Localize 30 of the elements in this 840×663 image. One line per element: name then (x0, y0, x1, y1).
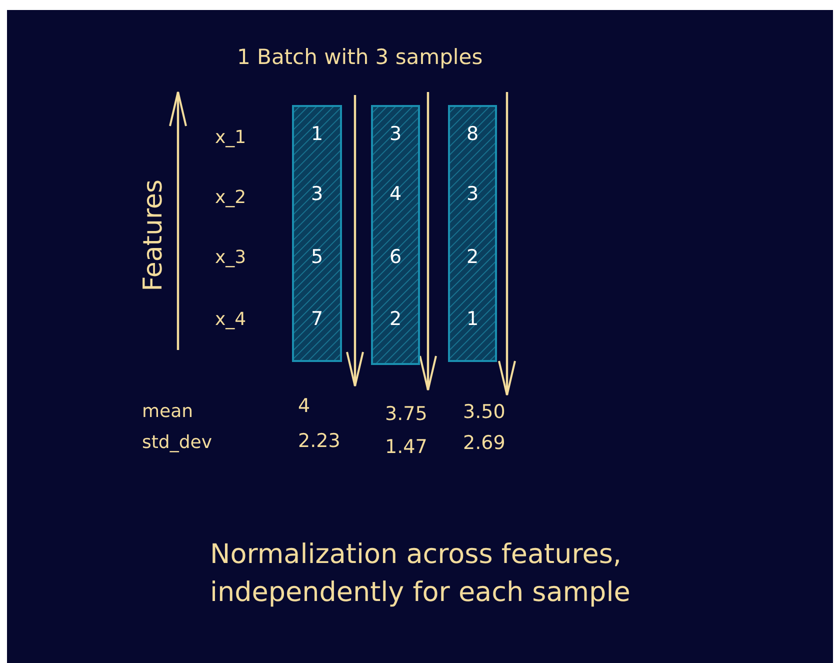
title: 1 Batch with 3 samples (237, 46, 483, 70)
cell-value: 5 (310, 248, 324, 267)
sample-column (448, 105, 497, 362)
cell-value: 7 (310, 310, 324, 329)
cell-value: 8 (465, 125, 480, 144)
statistic-value: 2.23 (298, 431, 340, 452)
feature-label: x_1 (215, 128, 246, 148)
cell-value: 2 (465, 248, 480, 267)
row-label: std_dev (142, 433, 212, 453)
sample-column (371, 105, 420, 365)
cell-value: 2 (388, 310, 403, 329)
sample-column (292, 105, 342, 362)
statistic-value: 3.50 (463, 402, 506, 423)
row-label: mean (142, 402, 194, 422)
cell-value: 6 (388, 248, 403, 267)
cell-value: 1 (465, 310, 480, 329)
feature-label: x_2 (215, 188, 246, 208)
cell-value: 4 (388, 185, 403, 204)
statistic-value: 1.47 (385, 437, 428, 458)
feature-label: x_4 (215, 310, 246, 330)
feature-label: x_3 (215, 248, 246, 268)
cell-value: 3 (465, 185, 480, 204)
axis-label: Features (140, 178, 168, 291)
statistic-value: 4 (298, 396, 310, 417)
cell-value: 3 (388, 125, 403, 144)
cell-value: 3 (310, 185, 324, 204)
cell-value: 1 (310, 125, 324, 144)
statistic-value: 3.75 (385, 404, 428, 425)
caption: Normalization across features, independently for each sample (210, 538, 632, 610)
statistic-value: 2.69 (463, 433, 506, 454)
